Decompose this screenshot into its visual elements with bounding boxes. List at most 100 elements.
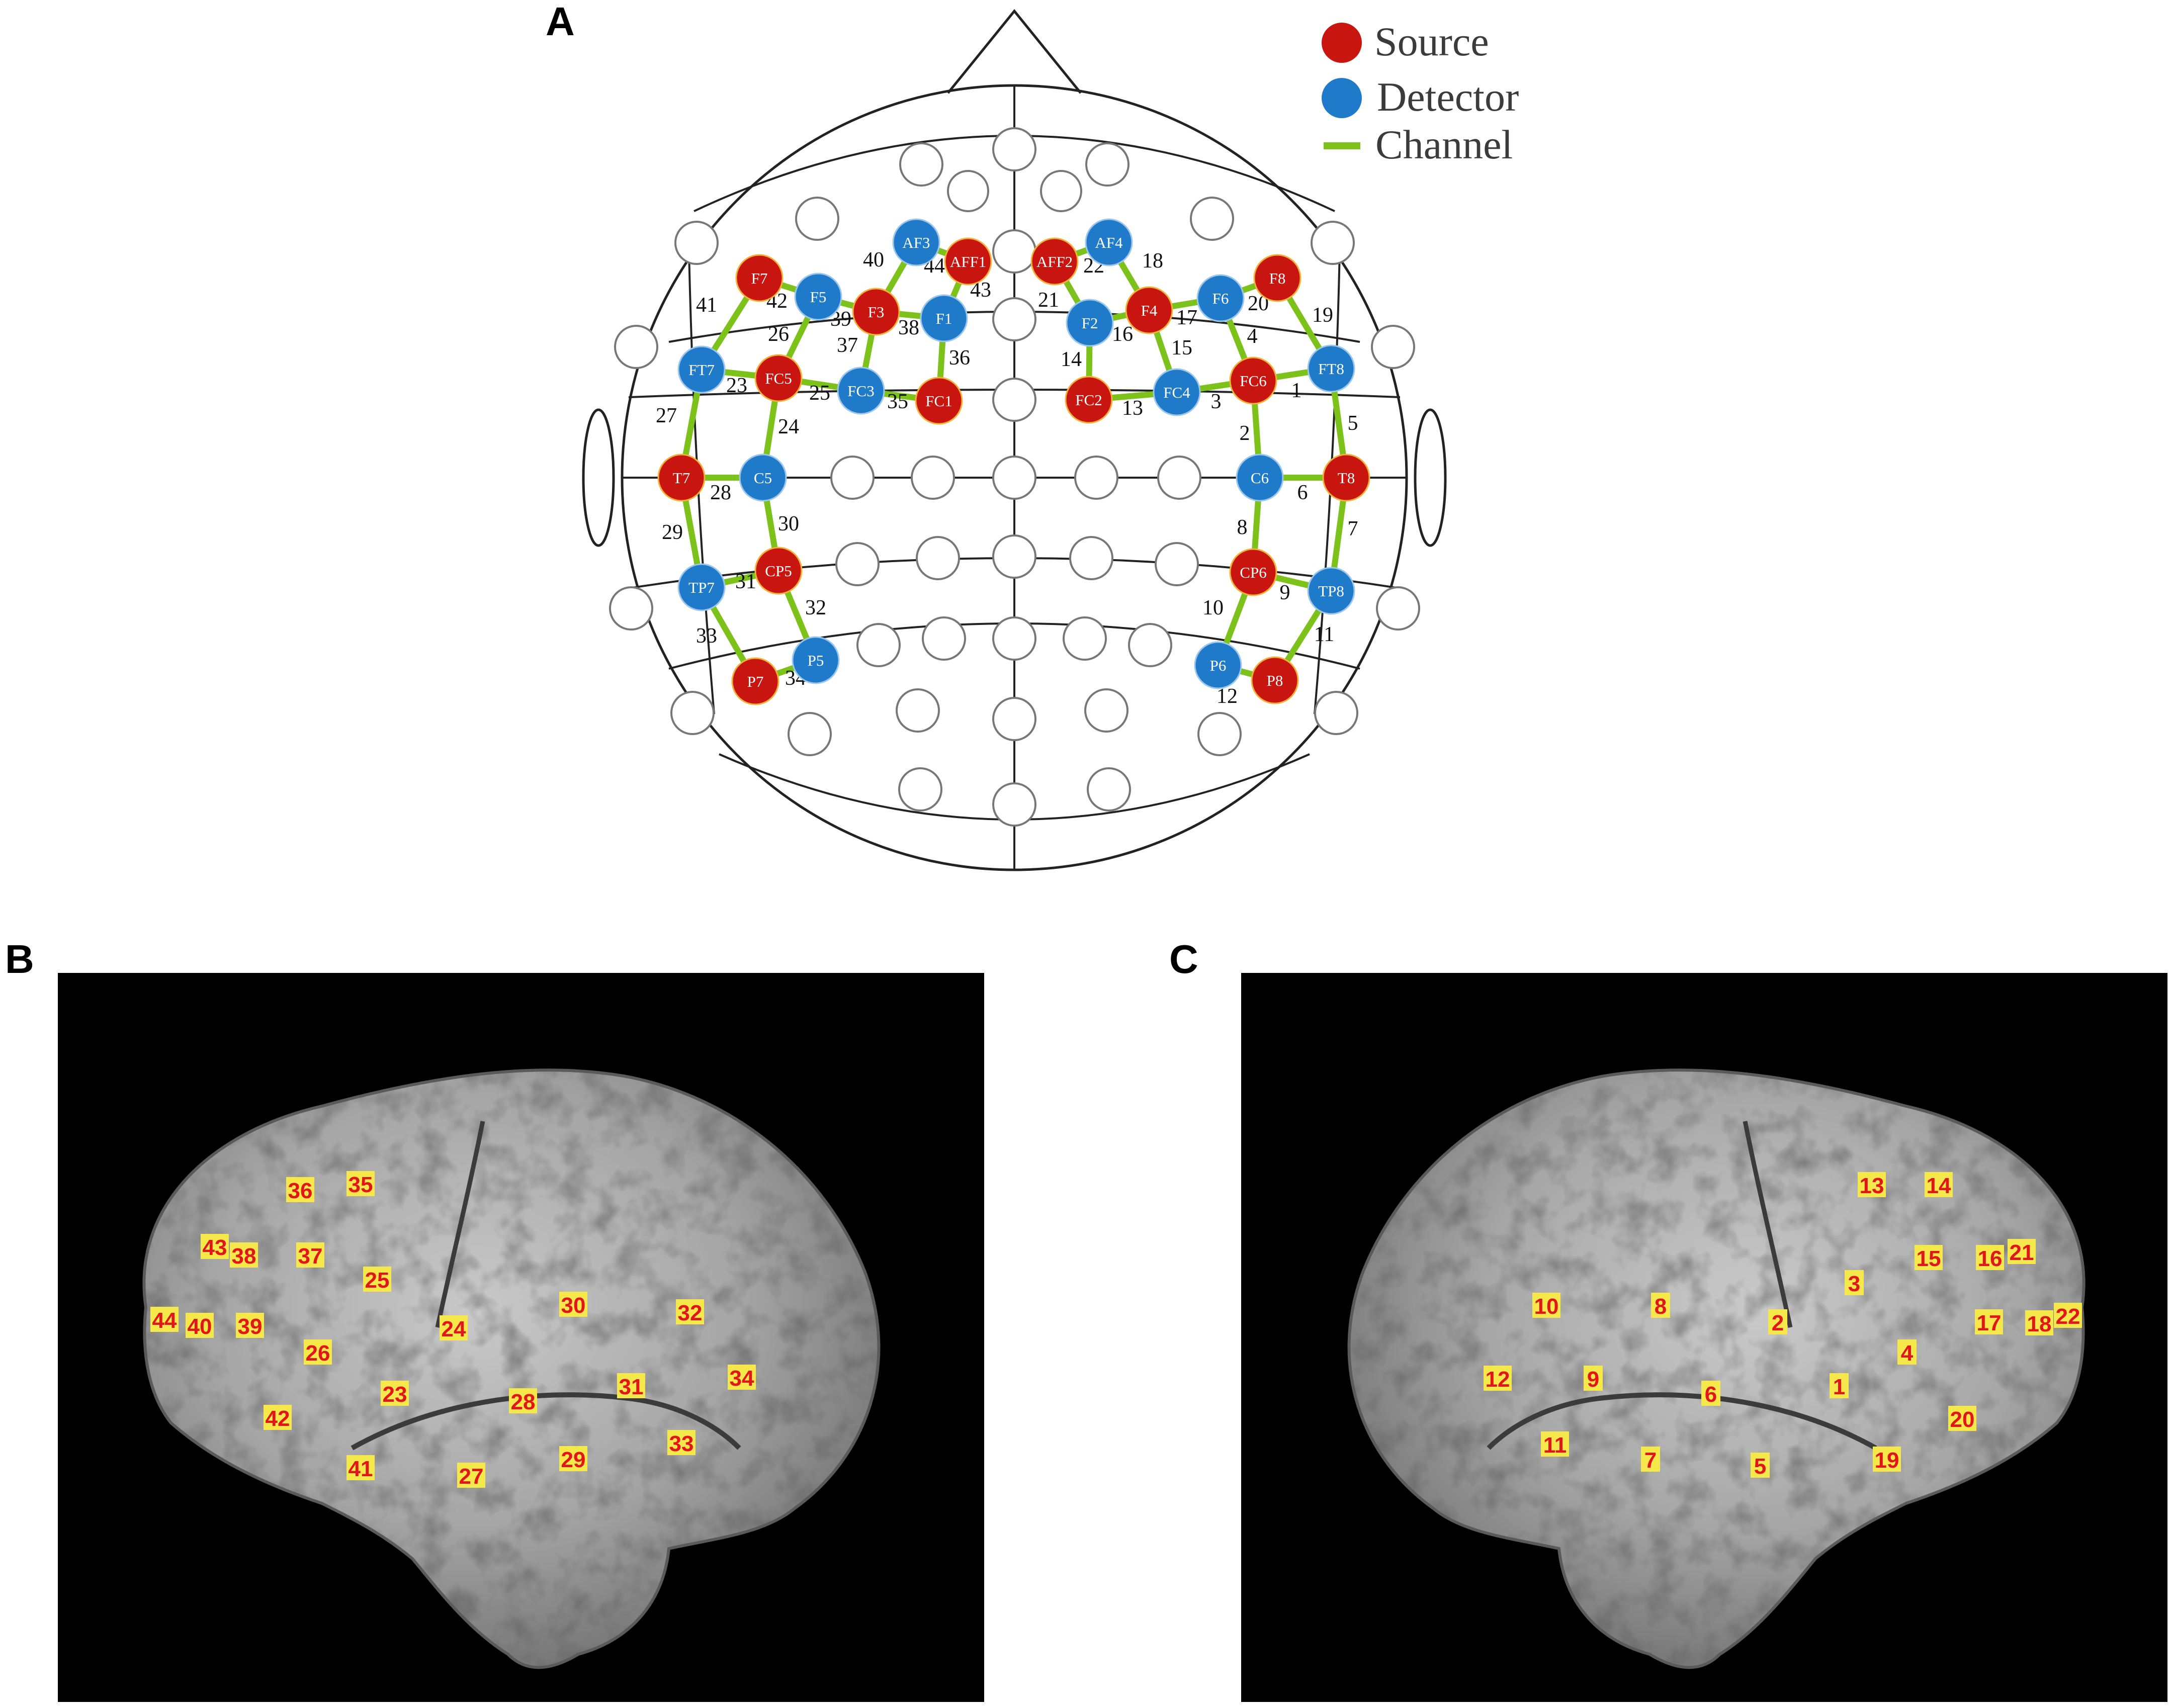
channel-label: 21 [2010,1240,2034,1265]
electrode-source: FC1 [915,377,963,425]
channel-label: 40 [188,1314,212,1339]
channel-marker [1701,1381,1720,1406]
empty-position [614,325,658,369]
electrode-label: F5 [810,288,827,306]
nose-shape [947,9,1082,94]
channel-label: 14 [1927,1174,1951,1198]
right-ear [1414,408,1447,547]
electrode-label: CP5 [765,562,792,580]
empty-position [896,688,940,733]
electrode-source: T8 [1322,454,1370,502]
channel-label: 17 [1977,1311,2002,1335]
electrode-marker [1030,237,1079,286]
electrode-label: AFF2 [1036,253,1073,271]
channel-marker [559,1446,587,1471]
channel-marker [346,1455,375,1480]
channel-marker [2025,1310,2053,1335]
channel-marker [457,1463,485,1488]
channel-label: 7 [1644,1448,1657,1473]
channel-label: 13 [1860,1174,1884,1198]
channel-number: 25 [809,382,830,405]
empty-position [1063,616,1107,661]
channel-marker [264,1405,292,1430]
channel-marker [667,1430,696,1455]
channel-marker [201,1234,229,1259]
channel-marker [1873,1447,1901,1472]
panel-label-c: C [1169,937,1198,981]
electrode-source: CP5 [754,547,803,595]
empty-position [992,378,1036,422]
empty-electrode-positions [609,127,1420,827]
channel-label: 36 [288,1179,313,1203]
panel-label-b: B [5,937,34,981]
channel-number: 29 [662,521,683,544]
electrode-marker [1251,656,1299,704]
empty-position [992,534,1036,579]
electrode-marker [754,354,803,402]
right-central-sulcus [1743,1121,1793,1328]
electrode-detector: F1 [920,294,968,342]
channel-number: 2 [1240,422,1250,445]
electrode-source: T7 [657,454,706,502]
empty-position [992,456,1036,500]
legend-detector-swatch [1322,78,1362,118]
empty-position [835,542,880,586]
legend-source-label: Source [1374,19,1489,64]
channel-label: 3 [1848,1272,1860,1296]
channel-number: 19 [1312,304,1333,327]
channel-label: 1 [1833,1375,1845,1399]
empty-position [992,229,1036,274]
electrode-marker [1194,641,1242,689]
left-hemisphere-texture [144,1070,879,1668]
empty-position [1085,142,1130,187]
empty-position [1157,456,1201,500]
channel-number: 40 [863,248,884,272]
empty-position [788,712,832,756]
electrode-marker [731,657,779,705]
electrode-marker [1229,356,1277,405]
channel-number: 27 [656,404,677,427]
empty-position [911,456,955,500]
empty-position [898,767,942,812]
channel-number: 31 [735,570,756,593]
channel-number: 35 [887,390,908,413]
empty-position [1197,712,1242,756]
channel-marker [2054,1303,2082,1328]
electrode-detector: C5 [739,454,787,502]
electrode-label: FT8 [1318,360,1344,378]
electrode-label: T8 [1338,469,1355,487]
channel-label: 33 [669,1431,694,1456]
electrode-label: C5 [754,469,772,487]
empty-position [1074,456,1118,500]
electrode-label: FT7 [688,361,715,379]
electrode-source: FC2 [1065,376,1113,424]
channel-marker [1541,1431,1569,1457]
channel-label: 11 [1543,1433,1567,1458]
electrode-detector: F6 [1196,274,1245,322]
empty-position [674,221,719,265]
channel-label: 34 [730,1366,754,1391]
electrode-marker [837,367,885,415]
electrode-marker [920,294,968,342]
channel-number: 13 [1122,397,1143,420]
electrode-label: P8 [1267,672,1283,689]
channel-number: 38 [898,316,919,339]
channel-marker [1484,1366,1512,1391]
channel-number: 6 [1297,481,1308,504]
electrode-source: F3 [852,288,900,336]
electrode-marker [677,345,726,394]
channel-marker [728,1365,756,1390]
electrode-marker [892,218,940,266]
channel-marker [1925,1172,1953,1197]
right-sylvian-fissure [1487,1392,1877,1451]
electrode-source: F7 [735,254,784,302]
channel-label: 22 [2056,1304,2080,1329]
empty-position [899,142,943,187]
channel-label: 43 [203,1235,227,1260]
empty-position [1314,691,1358,735]
channel-label: 37 [298,1244,323,1269]
electrode-source: P7 [731,657,779,705]
channel-number: 30 [778,512,799,535]
